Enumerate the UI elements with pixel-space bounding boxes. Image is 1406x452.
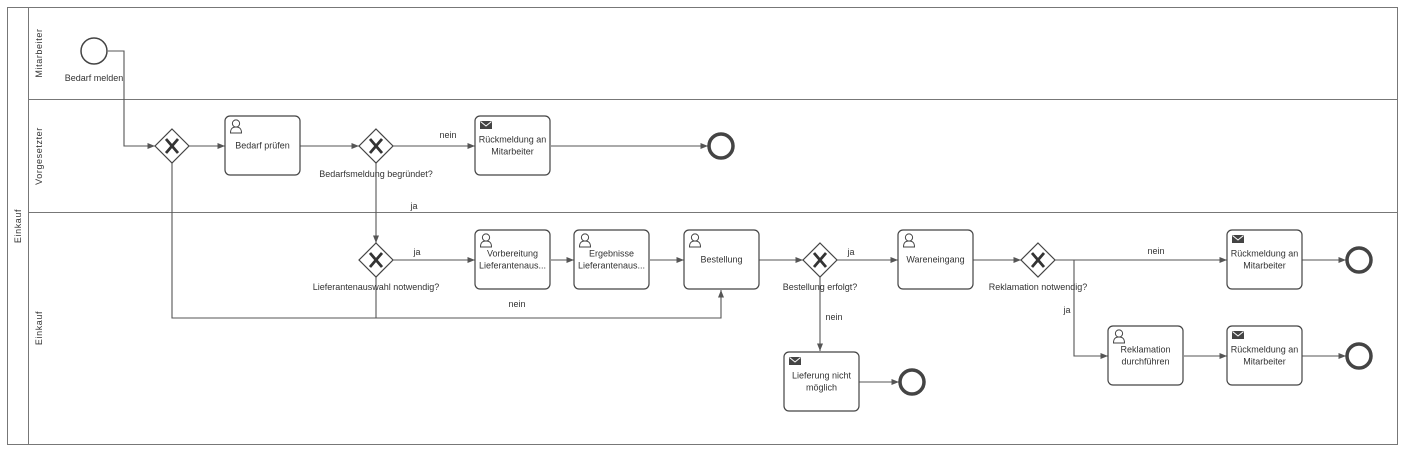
task-label: Lieferantenaus... [578, 261, 645, 271]
task-label: Bedarf prüfen [235, 141, 290, 151]
task-label: Ergebnisse [589, 249, 634, 259]
task-label: möglich [806, 383, 837, 393]
flow-merge-down-to-bestellung [171, 163, 725, 319]
task-label: Mitarbeiter [1243, 261, 1286, 271]
task-label: Lieferung nicht [792, 371, 852, 381]
task-label: Vorbereitung [487, 249, 538, 259]
gateway-bestellung-erfolgt[interactable] [802, 242, 838, 278]
gateway-label: Reklamation notwendig? [989, 282, 1088, 292]
task-lieferung[interactable]: Lieferung nicht möglich [783, 351, 860, 412]
gateway-label: Bedarfsmeldung begründet? [319, 169, 433, 179]
task-vorbereitung[interactable]: VorbereitungLieferantenaus... [474, 229, 551, 290]
lane-label-vorgesetzter: Vorgesetzter [34, 127, 44, 185]
sequence-flows [108, 50, 1346, 386]
task-label: Bestellung [700, 255, 742, 265]
end-event[interactable] [1345, 246, 1373, 274]
gateway-merge[interactable] [154, 128, 190, 164]
gateway-label: Lieferantenauswahl notwendig? [313, 282, 440, 292]
end-event[interactable] [707, 132, 735, 160]
task-bestellung[interactable]: Bestellung [683, 229, 760, 290]
task-label: Mitarbeiter [1243, 357, 1286, 367]
user-task-icon [902, 233, 916, 248]
task-reklamation[interactable]: Reklamation durchführen [1107, 325, 1184, 386]
task-bedarf-pruefen[interactable]: Bedarf prüfen [224, 115, 301, 176]
task-wareneingang[interactable]: Wareneingang [897, 229, 974, 290]
end-event[interactable] [1345, 342, 1373, 370]
task-label: Rückmeldung an [479, 135, 547, 145]
lane-dividers [28, 99, 1398, 213]
task-label: Rückmeldung an [1231, 345, 1299, 355]
task-rueck3[interactable]: Rückmeldung an Mitarbeiter [1226, 325, 1303, 386]
user-task-icon [229, 119, 243, 134]
flow-label-nein: nein [508, 299, 525, 309]
flow-label-nein: nein [1147, 246, 1164, 256]
flow-label-ja: ja [846, 247, 854, 257]
flow-label-nein: nein [439, 130, 456, 140]
task-label: Mitarbeiter [491, 147, 534, 157]
task-label: durchführen [1121, 357, 1169, 367]
user-task-icon [578, 233, 592, 248]
envelope-icon [1232, 331, 1244, 339]
pool-label: Einkauf [13, 209, 23, 243]
task-label: Rückmeldung an [1231, 249, 1299, 259]
gateway-bedarfsmeldung-begruendet[interactable] [358, 128, 394, 164]
flow-gw-reklamation-ja [1073, 260, 1108, 360]
flow-label-ja: ja [412, 247, 420, 257]
start-event-label: Bedarf melden [65, 73, 124, 83]
envelope-icon [480, 121, 492, 129]
start-event[interactable]: Bedarf melden [65, 37, 124, 83]
task-label: Wareneingang [906, 255, 964, 265]
user-task-icon [688, 233, 702, 248]
envelope-icon [789, 357, 801, 365]
gateway-label: Bestellung erfolgt? [783, 282, 858, 292]
user-task-icon [1112, 329, 1126, 344]
gateway-lieferantenauswahl[interactable] [358, 242, 394, 278]
user-task-icon [479, 233, 493, 248]
lane-label-einkauf: Einkauf [34, 311, 44, 345]
flow-label-nein: nein [825, 312, 842, 322]
flow-start-to-merge [108, 50, 155, 150]
flow-label-ja: ja [409, 201, 417, 211]
lane-label-mitarbeiter: Mitarbeiter [34, 28, 44, 77]
task-ergebnisse[interactable]: ErgebnisseLieferantenaus... [573, 229, 650, 290]
pool: Einkauf [7, 7, 1398, 445]
gateway-reklamation-notwendig[interactable] [1020, 242, 1056, 278]
envelope-icon [1232, 235, 1244, 243]
task-label: Lieferantenaus... [479, 261, 546, 271]
end-event[interactable] [898, 368, 926, 396]
task-label: Reklamation [1120, 345, 1170, 355]
task-rueck2[interactable]: Rückmeldung an Mitarbeiter [1226, 229, 1303, 290]
task-rueck1[interactable]: Rückmeldung an Mitarbeiter [474, 115, 551, 176]
flow-label-ja: ja [1062, 305, 1070, 315]
